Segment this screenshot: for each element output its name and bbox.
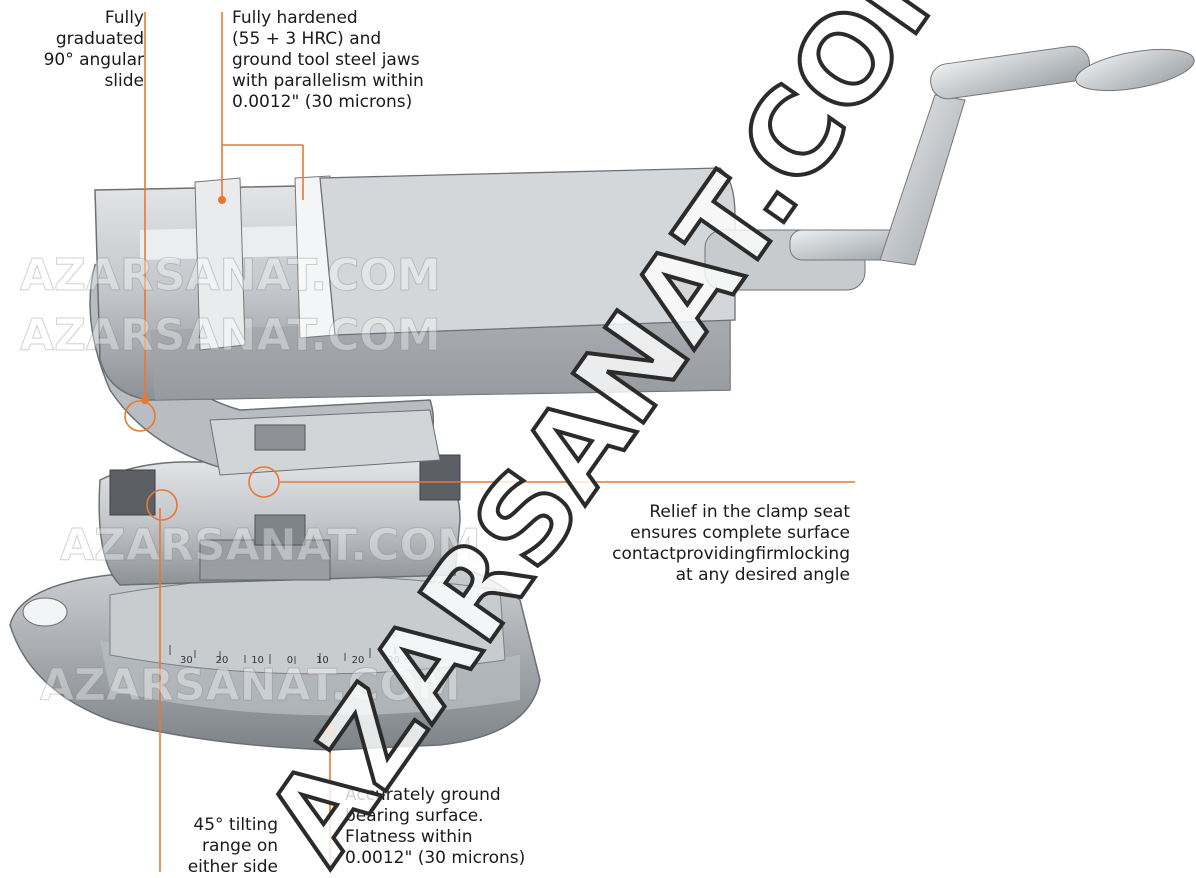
tilting-block [98,454,461,586]
scale-number: 10 [251,655,264,666]
callout-bearing-surface: Accurately ground bearing surface. Flatn… [345,785,526,868]
scale-number: 10 [316,655,329,666]
callout-tilting-range: 45° tilting range on either side [187,815,278,877]
scale-number-row: 30 20 10 0 10 20 30 [180,655,400,666]
callout-angular-slide: Fully graduated 90° angular slide [43,8,144,91]
scale-number: 20 [351,655,365,666]
scale-ticks [169,645,396,664]
scale-number: 30 [180,655,193,666]
callout-leaders [124,12,855,872]
vise-base [9,559,541,751]
callout-clamp-relief: Relief in the clamp seat ensures complet… [612,502,850,585]
scale-number: 30 [387,655,400,666]
vise-body [94,167,866,401]
callout-dots [141,196,334,734]
crank-handle [789,45,1195,266]
scale-number: 20 [215,655,229,666]
angular-slide [89,243,441,476]
scale-number: 0 [286,655,294,666]
callout-hardened-jaws: Fully hardened (55 + 3 HRC) and ground t… [232,8,424,112]
